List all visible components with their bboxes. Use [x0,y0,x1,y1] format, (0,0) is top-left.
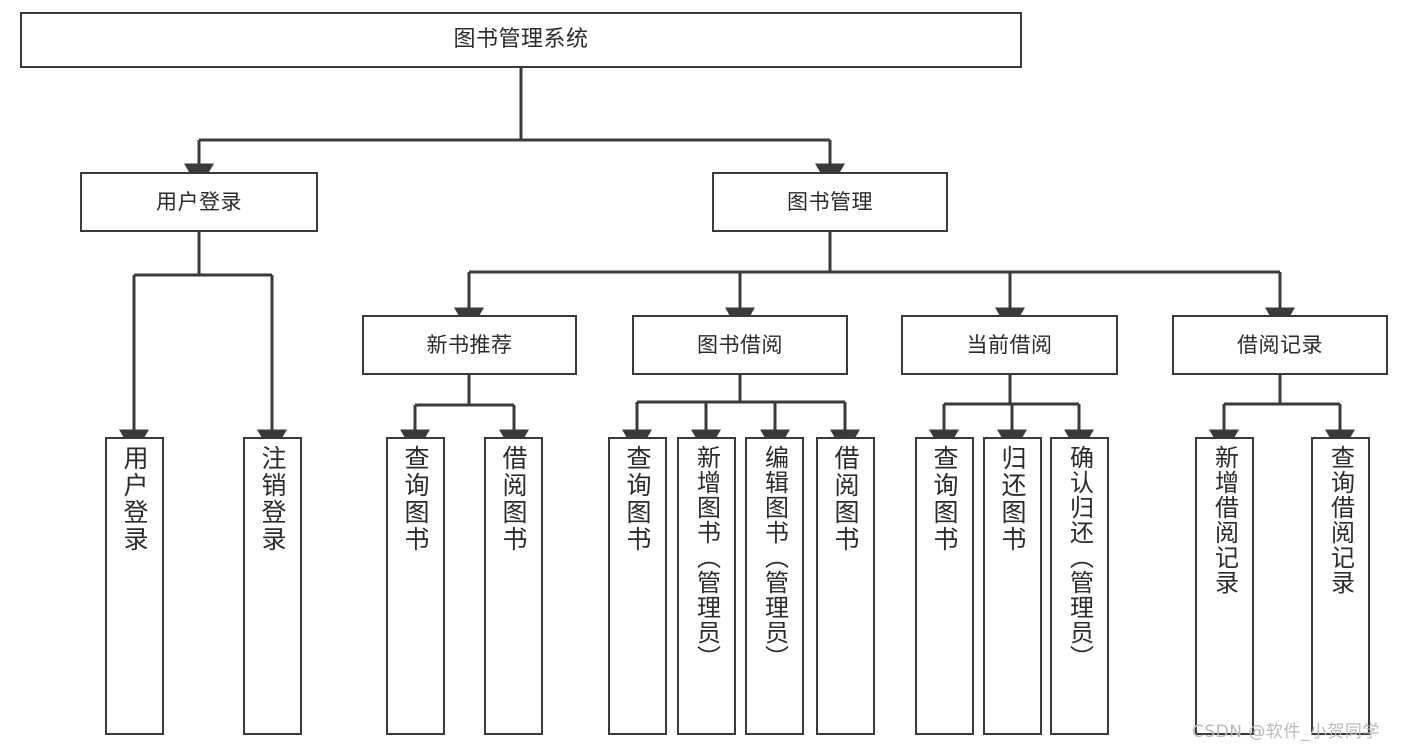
node-label: 新增图书（管理员） [692,445,721,670]
node-label: 编辑图书（管理员） [760,445,789,670]
node-label: 图书管理系统 [453,27,589,53]
node-label: 借阅记录 [1237,332,1323,357]
leaf-add-borrow-record[interactable]: 新增借阅记录 [1195,437,1254,735]
leaf-return-book[interactable]: 归还图书 [983,437,1042,735]
node-label: 用户登录 [120,445,149,553]
node-label: 借阅图书 [831,445,860,553]
node-label: 用户登录 [156,189,242,214]
leaf-borrow-book[interactable]: 借阅图书 [816,437,875,735]
node-label: 新增借阅记录 [1210,445,1239,595]
node-label: 图书借阅 [697,332,783,357]
leaf-confirm-return[interactable]: 确认归还（管理员） [1050,437,1109,735]
node-new-book-recommend[interactable]: 新书推荐 [362,315,577,375]
csdn-watermark: CSDN @软件_小贺同学 [1192,722,1380,742]
node-label: 确认归还（管理员） [1065,445,1094,670]
node-label: 归还图书 [998,445,1027,553]
leaf-borrow-book-recommend[interactable]: 借阅图书 [484,437,543,735]
node-current-borrow[interactable]: 当前借阅 [901,315,1118,375]
node-book-manage[interactable]: 图书管理 [712,172,948,232]
node-label: 查询图书 [401,445,430,553]
leaf-edit-book[interactable]: 编辑图书（管理员） [745,437,804,735]
leaf-query-book-current[interactable]: 查询图书 [915,437,974,735]
leaf-query-borrow-record[interactable]: 查询借阅记录 [1311,437,1370,735]
node-label: 新书推荐 [426,332,513,357]
node-label: 当前借阅 [966,332,1053,357]
node-label: 图书管理 [787,189,873,214]
node-label: 借阅图书 [499,445,528,553]
node-borrow-record[interactable]: 借阅记录 [1172,315,1388,375]
node-root-system[interactable]: 图书管理系统 [20,12,1022,68]
leaf-query-book-borrow[interactable]: 查询图书 [608,437,667,735]
node-book-borrow[interactable]: 图书借阅 [632,315,848,375]
leaf-user-login[interactable]: 用户登录 [105,437,164,735]
node-label: 查询图书 [930,445,959,553]
leaf-user-logout[interactable]: 注销登录 [243,437,302,735]
leaf-add-book[interactable]: 新增图书（管理员） [677,437,736,735]
node-user-login[interactable]: 用户登录 [80,172,318,232]
leaf-query-book-recommend[interactable]: 查询图书 [386,437,445,735]
node-label: 查询图书 [623,445,652,553]
node-label: 查询借阅记录 [1326,445,1355,595]
node-label: 注销登录 [258,445,287,553]
